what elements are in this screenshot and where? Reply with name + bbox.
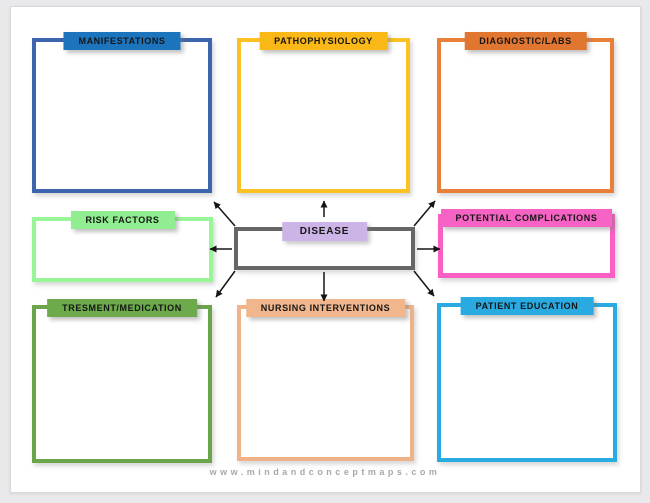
arrow-down-right <box>413 270 435 297</box>
node-pathophysiology: PATHOPHYSIOLOGY <box>237 32 410 193</box>
node-manifestations: MANIFESTATIONS <box>32 32 212 193</box>
node-patient-education-title: PATIENT EDUCATION <box>460 297 594 315</box>
arrow-down-left <box>215 270 236 298</box>
node-patient-education: PATIENT EDUCATION <box>437 297 617 462</box>
node-risk-factors-title: RISK FACTORS <box>70 211 175 229</box>
node-disease-title: DISEASE <box>281 222 368 241</box>
node-disease: DISEASE <box>234 222 415 270</box>
node-nursing-interventions-title: NURSING INTERVENTIONS <box>245 299 406 317</box>
arrow-up-right <box>413 200 436 227</box>
node-treatment-medication: TRESMENT/MEDICATION <box>32 299 212 463</box>
node-potential-complications-title: POTENTIAL COMPLICATIONS <box>440 209 613 227</box>
website-url: www.mindandconceptmaps.com <box>209 467 441 477</box>
arrow-up-left <box>213 201 236 227</box>
node-treatment-medication-title: TRESMENT/MEDICATION <box>47 299 197 317</box>
node-risk-factors: RISK FACTORS <box>32 211 213 282</box>
node-manifestations-title: MANIFESTATIONS <box>63 32 181 50</box>
node-pathophysiology-title: PATHOPHYSIOLOGY <box>259 32 388 50</box>
node-diagnostic-labs: DIAGNOSTIC/LABS <box>437 32 614 193</box>
node-nursing-interventions: NURSING INTERVENTIONS <box>237 299 414 461</box>
node-potential-complications: POTENTIAL COMPLICATIONS <box>438 209 615 278</box>
node-diagnostic-labs-title: DIAGNOSTIC/LABS <box>464 32 587 50</box>
